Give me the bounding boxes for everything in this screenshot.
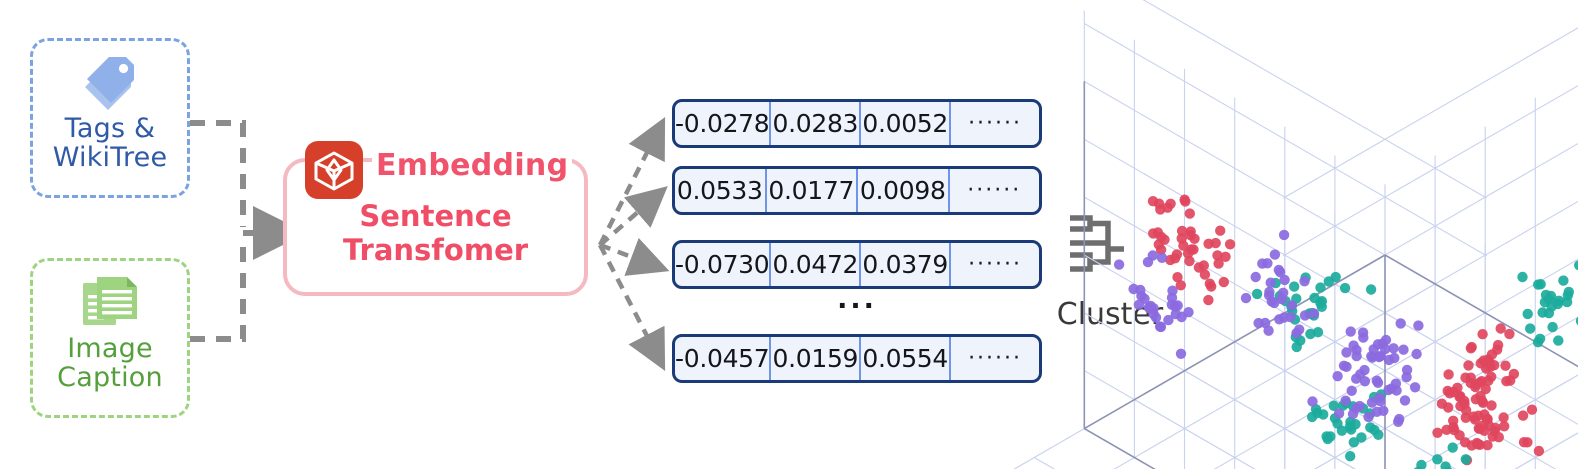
vector-rows-ellipsis: ··· bbox=[837, 291, 877, 322]
embedding-cube-icon bbox=[305, 141, 363, 199]
source-label-caption-line2: Caption bbox=[57, 361, 163, 393]
vector-cell-ellipsis: ······ bbox=[968, 111, 1023, 136]
vector-row: -0.0457 0.0159 0.0554 ······ bbox=[672, 334, 1042, 383]
vector-cell: 0.0533 bbox=[675, 169, 767, 212]
vector-row: -0.0278 0.0283 0.0052 ······ bbox=[672, 99, 1042, 148]
vector-cell: 0.0379 bbox=[861, 243, 952, 286]
vector-cell: 0.0052 bbox=[861, 102, 952, 145]
vector-cell: -0.0457 bbox=[675, 337, 772, 380]
model-title: Embedding bbox=[372, 148, 573, 183]
model-subtitle-line2: Transfomer bbox=[342, 232, 529, 267]
vector-cell: 0.0159 bbox=[771, 337, 862, 380]
vector-row: -0.0730 0.0472 0.0379 ······ bbox=[672, 240, 1042, 289]
tag-icon bbox=[85, 57, 134, 110]
vector-cell: 0.0472 bbox=[771, 243, 862, 286]
wire-model-to-vector-4 bbox=[598, 243, 666, 371]
source-label-caption: Image Caption bbox=[57, 333, 163, 393]
document-icon bbox=[83, 277, 137, 325]
wire-model-to-vector-1 bbox=[597, 116, 666, 247]
cluster-label: Cluster bbox=[1056, 297, 1164, 332]
vector-cell-ellipsis: ······ bbox=[968, 252, 1023, 277]
vector-row: 0.0533 0.0177 0.0098 ······ bbox=[672, 166, 1042, 215]
source-label-tags-line2: WikiTree bbox=[52, 141, 168, 173]
vector-cell-ellipsis: ······ bbox=[967, 178, 1022, 203]
source-box-tags[interactable]: Tags & WikiTree bbox=[30, 38, 190, 198]
model-subtitle-line1: Sentence bbox=[359, 199, 512, 233]
source-label-tags: Tags & WikiTree bbox=[52, 113, 168, 173]
vector-cell: -0.0278 bbox=[675, 102, 772, 145]
vector-cell: 0.0098 bbox=[858, 169, 950, 212]
wire-caption-to-model bbox=[190, 240, 246, 342]
source-box-caption[interactable]: Image Caption bbox=[30, 258, 190, 418]
wire-model-to-vector-2 bbox=[598, 186, 668, 247]
source-label-tags-line1: Tags & bbox=[64, 113, 156, 144]
vector-cell: 0.0177 bbox=[767, 169, 858, 212]
vector-cell: 0.0283 bbox=[771, 102, 862, 145]
vector-cell: 0.0554 bbox=[861, 337, 952, 380]
wire-model-to-vector-3 bbox=[599, 237, 670, 276]
model-subtitle: Sentence Transfomer bbox=[283, 199, 588, 267]
vector-cell-ellipsis: ······ bbox=[968, 346, 1023, 371]
source-label-caption-line1: Image bbox=[67, 333, 153, 364]
vector-cell: -0.0730 bbox=[675, 243, 772, 286]
dendrogram-icon bbox=[1068, 211, 1150, 287]
wire-tags-to-model bbox=[190, 120, 246, 227]
